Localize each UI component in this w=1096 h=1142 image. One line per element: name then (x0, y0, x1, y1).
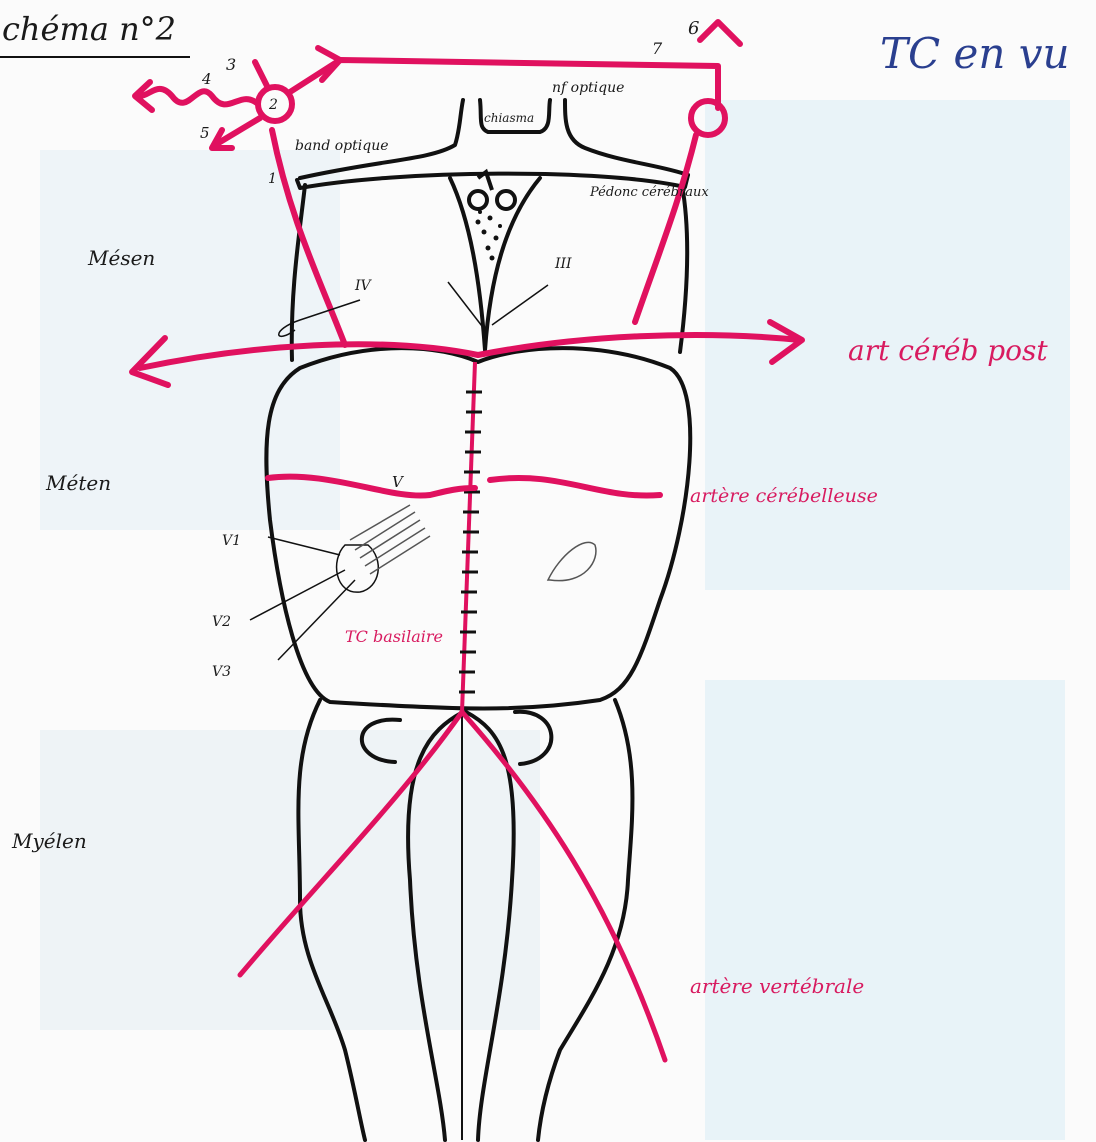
number-7: 7 (652, 39, 663, 58)
label-band-optique: band optique (295, 138, 389, 154)
pons-outline (266, 348, 690, 708)
wavy-branch (140, 89, 258, 105)
number-1: 1 (268, 171, 277, 187)
mammillary-body-right (497, 191, 515, 209)
branch-up (255, 62, 268, 88)
schema-title: chéma n°2 (2, 10, 176, 48)
olive-right (515, 712, 551, 764)
vertebral-artery-left (240, 712, 462, 975)
right-trigeminal-sketch (548, 542, 596, 580)
number-2: 2 (268, 97, 278, 113)
level-label-meten: Méten (45, 471, 111, 495)
label-basilar-trunk-text: TC basilaire (345, 627, 443, 646)
basilar-artery (462, 362, 475, 712)
mammillary-body-left (469, 191, 487, 209)
top-connecting-artery (290, 60, 718, 108)
main-title: TC en vu (880, 29, 1070, 78)
right-arrowhead (770, 322, 802, 362)
label-basilar-trunk: TC basilaire (345, 627, 443, 646)
midbrain-outline-right (680, 185, 687, 352)
label-nerve-iii: III (554, 256, 572, 272)
label-posterior-cerebral-artery: art céréb post (848, 334, 1048, 367)
label-nerve-iv: IV (354, 278, 373, 294)
nerve-v2-line (250, 570, 345, 620)
label-nerve-v3: V3 (212, 664, 231, 680)
label-nerve-v1: V1 (222, 533, 241, 549)
trigeminal-root (350, 505, 430, 574)
nerve-v1-line (268, 537, 340, 555)
olive-left (362, 720, 400, 762)
superior-cerebellar-artery-right (490, 478, 660, 496)
perforated-substance (476, 210, 503, 261)
medulla-left-outline (298, 700, 365, 1140)
label-nerf-optique: nf optique (552, 80, 624, 96)
nerve-iii-arrow-right (492, 285, 548, 325)
pyramid-right (466, 712, 514, 1140)
superior-cerebellar-artery-left (268, 477, 475, 496)
trigeminal-ganglion (337, 545, 379, 592)
number-4: 4 (201, 70, 212, 88)
label-nerve-v2: V2 (212, 614, 231, 630)
medulla-right-outline (538, 700, 632, 1140)
label-cerebellar-artery: artère cérébelleuse (690, 485, 878, 507)
label-pedoncule: Pédonc cérébraux (589, 185, 709, 200)
interpeduncular-fossa (450, 178, 540, 350)
vertebral-artery-right (462, 712, 665, 1060)
number-3: 3 (226, 55, 236, 74)
label-chiasma: chiasma (484, 111, 534, 125)
number-6: 6 (688, 18, 699, 39)
label-vertebral-artery: artère vertébrale (690, 974, 864, 998)
top-arrowhead-right (700, 22, 740, 44)
label-pedoncule-text: Pédonc cérébraux (589, 185, 709, 200)
number-5: 5 (200, 124, 210, 142)
level-label-myelen: Myélen (11, 829, 87, 853)
level-label-mesen: Mésen (87, 246, 155, 270)
label-nerve-v: V (392, 473, 405, 491)
left-ascending-artery (272, 130, 345, 345)
posterior-cerebral-artery-line (140, 335, 800, 368)
pyramid-left (408, 712, 463, 1140)
